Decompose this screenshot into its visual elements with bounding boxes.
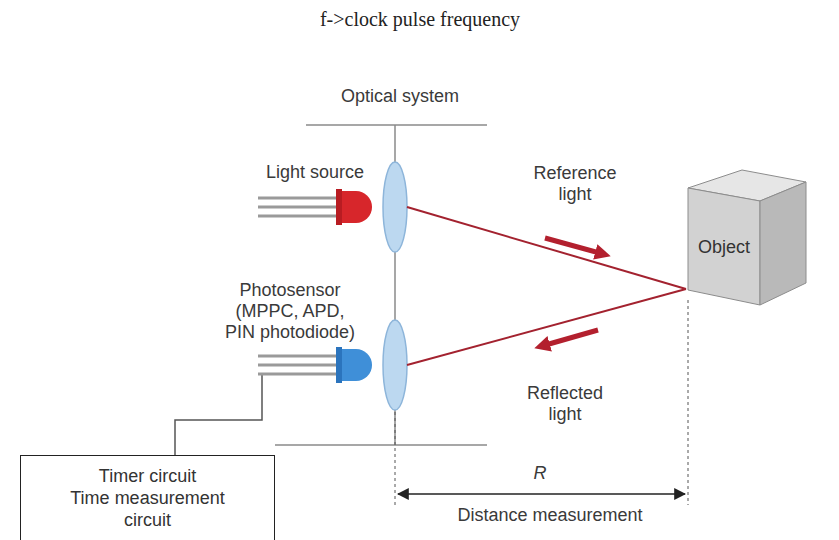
node-text: Time measurement circuit <box>60 487 235 531</box>
part-label: Reference light <box>520 163 630 205</box>
direction-arrow <box>542 330 598 346</box>
extension-line <box>688 300 689 505</box>
sensor-wire <box>175 373 262 455</box>
light-ray <box>407 207 686 289</box>
object-node: Object <box>690 203 758 291</box>
direction-arrow <box>545 238 603 254</box>
led-red <box>258 189 372 225</box>
extension-line <box>395 412 396 505</box>
note-text: f->clock pulse frequency <box>270 8 570 31</box>
dimension-arrow <box>398 493 685 495</box>
dimension-label: R <box>520 463 560 484</box>
circuit-box: Timer circuitTime measurement circuit <box>20 455 275 540</box>
light-ray <box>407 289 686 365</box>
part-label: Optical system <box>330 86 470 107</box>
lens <box>383 162 407 252</box>
lens <box>383 320 407 410</box>
part-label: Photosensor (MPPC, APD, PIN photodiode) <box>220 280 360 343</box>
photosensor-diode <box>258 347 372 383</box>
node-text: Object <box>698 236 750 258</box>
node-text: Timer circuit <box>99 465 196 487</box>
part-label: Reflected light <box>510 383 620 425</box>
object-cube <box>688 170 806 305</box>
dimension-label: Distance measurement <box>445 505 655 526</box>
part-label: Light source <box>255 162 375 183</box>
